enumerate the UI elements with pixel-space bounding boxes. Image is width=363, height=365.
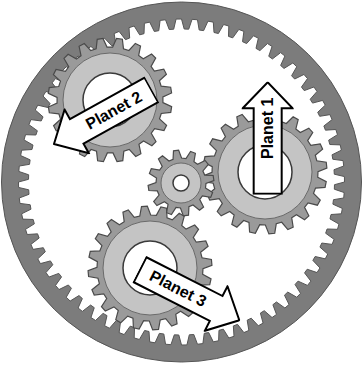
arrow-label: Planet 1 xyxy=(242,81,294,194)
arrow-outline xyxy=(42,68,164,166)
arrow-outline xyxy=(243,82,293,193)
sun-gear xyxy=(148,150,214,216)
sun-gear-hole xyxy=(173,175,189,191)
arrow-outline xyxy=(129,247,251,342)
sun-gear-face xyxy=(161,163,201,203)
planet-label: Planet 1 xyxy=(260,98,276,159)
ring-gear xyxy=(2,2,362,362)
